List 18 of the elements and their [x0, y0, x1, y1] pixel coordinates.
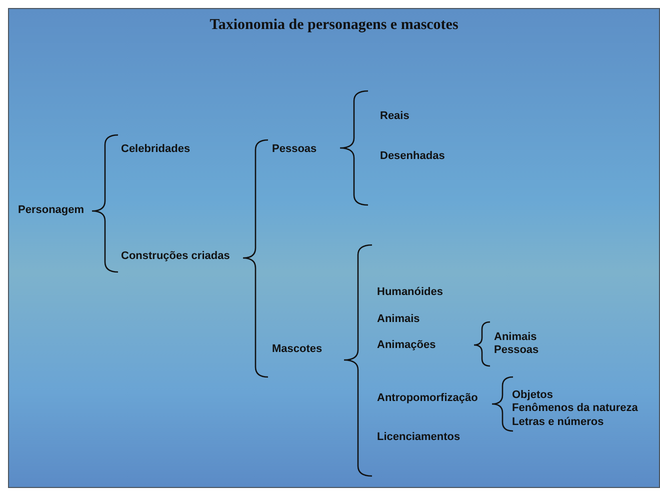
category-label: Objetos	[512, 389, 553, 402]
category-label: Letras e números	[512, 416, 604, 429]
category-label: Celebridades	[121, 143, 190, 156]
title: Taxionomia de personagens e mascotes	[208, 16, 460, 35]
category-label: Humanóides	[377, 286, 444, 299]
category-label: Pessoas	[272, 143, 317, 156]
category-label: Personagem	[18, 204, 84, 217]
category-label: Animais	[377, 313, 420, 326]
category-label: Animações	[377, 339, 436, 352]
category-label: Desenhadas	[380, 150, 445, 163]
category-label: Mascotes	[272, 343, 322, 356]
category-label: Construções criadas	[121, 250, 230, 263]
category-label: Fenômenos da natureza	[512, 402, 638, 415]
category-label: Reais	[380, 110, 410, 123]
category-label: Licenciamentos	[377, 431, 460, 444]
category-label: Animais	[494, 331, 537, 344]
category-label: Pessoas	[494, 344, 539, 357]
category-label: Antropomorfização	[377, 392, 478, 405]
